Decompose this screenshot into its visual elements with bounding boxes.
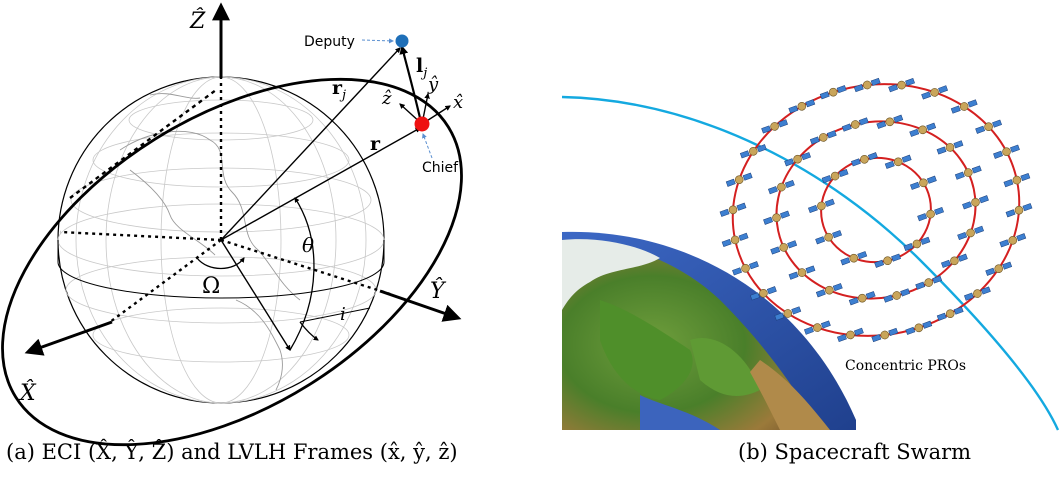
satellite-icon <box>941 253 968 268</box>
satellite-icon <box>788 99 816 114</box>
label-concentric-pros: Concentric PROs <box>845 358 966 374</box>
satellite-icon <box>883 288 911 303</box>
label-axis-x: X̂ <box>18 380 37 406</box>
satellite-icon <box>888 77 915 93</box>
satellite-icon <box>853 77 881 93</box>
satellite-icon <box>950 99 978 114</box>
satellite-icon <box>719 202 747 217</box>
spacecraft-swarm <box>719 77 1033 343</box>
deputy-pointer <box>361 38 394 44</box>
label-lvlh-y: ŷ <box>427 74 439 95</box>
satellite-icon <box>848 291 876 306</box>
label-theta: θ <box>302 233 314 257</box>
inclination-ref <box>299 307 371 323</box>
satellite-icon <box>774 306 802 321</box>
label-r: r <box>370 133 381 155</box>
satellite-icon <box>1003 172 1031 188</box>
chief-dot <box>414 116 430 132</box>
satellite-icon <box>910 175 937 190</box>
label-lj: lj <box>416 55 427 81</box>
satellite-icon <box>809 130 837 145</box>
satellite-icon <box>993 144 1020 159</box>
satellite-icon <box>819 85 847 100</box>
theta-arc <box>289 197 315 351</box>
caption-panel-a: (a) ECI (X̂, Ŷ, Ẑ) and LVLH Frames (x̂, … <box>6 440 458 464</box>
satellite-icon <box>841 117 869 132</box>
satellite-icon <box>840 251 868 266</box>
satellite-icon <box>917 206 944 222</box>
label-axis-z: Ẑ <box>189 7 206 34</box>
satellite-icon <box>725 172 753 187</box>
orbit-hidden-segment <box>69 89 217 199</box>
satellite-icon <box>954 165 982 180</box>
deputy-dot <box>395 34 409 48</box>
satellite-icon <box>921 85 948 100</box>
satellite-icon <box>871 327 899 343</box>
satellite-icon <box>808 198 835 214</box>
satellite-icon <box>957 225 984 241</box>
node-line <box>220 239 291 351</box>
label-rj: rj <box>332 77 346 103</box>
label-lvlh-z: ẑ <box>381 88 392 109</box>
satellite-icon <box>732 261 759 276</box>
satellite-icon <box>784 152 811 167</box>
r-vector <box>220 127 421 241</box>
lj-arc <box>399 45 422 119</box>
satellite-icon <box>851 152 878 167</box>
label-deputy: Deputy <box>304 34 355 50</box>
satellite-icon <box>821 168 849 184</box>
label-lvlh-x: x̂ <box>453 92 463 113</box>
satellite-icon <box>739 144 767 159</box>
satellite-icon <box>1005 203 1033 218</box>
satellite-icon <box>964 286 991 301</box>
reference-orbit-arc <box>561 95 1060 431</box>
satellite-icon <box>804 320 831 335</box>
satellite-icon <box>876 114 904 129</box>
satellite-icon <box>915 275 943 290</box>
satellite-icon <box>962 195 989 210</box>
satellite-icon <box>975 119 1002 134</box>
equator-band <box>57 240 385 299</box>
label-i: i <box>340 304 346 325</box>
satellite-icon <box>903 236 931 252</box>
satellite-icon <box>815 283 843 298</box>
label-chief: Chief <box>422 160 459 176</box>
inclination-arc <box>299 321 319 341</box>
satellite-icon <box>936 140 964 155</box>
satellite-icon <box>815 230 842 245</box>
panel-b-swarm-image: Concentric PROs <box>561 77 1060 431</box>
satellite-icon <box>768 179 795 195</box>
satellite-icon <box>999 233 1027 248</box>
y-axis <box>379 289 462 322</box>
satellite-icon <box>874 253 901 268</box>
satellite-icon <box>909 122 937 137</box>
panel-a-eci-diagram: Ẑ Ŷ X̂ Deputy Chief r rj lj x̂ ŷ ẑ θ Ω i <box>1 2 463 447</box>
satellite-icon <box>763 210 790 225</box>
chief-pointer <box>422 133 433 159</box>
rj-vector <box>220 47 401 241</box>
satellite-icon <box>761 119 788 134</box>
satellite-icon <box>985 261 1013 276</box>
caption-panel-b: (b) Spacecraft Swarm <box>738 440 972 464</box>
continent-outlines <box>119 93 301 391</box>
satellite-icon <box>788 265 816 280</box>
satellite-icon <box>750 286 777 301</box>
satellite-icon <box>884 154 912 169</box>
satellite-icon <box>936 306 964 321</box>
omega-arc <box>196 257 245 270</box>
orbit-ellipse <box>1 77 463 447</box>
label-axis-y: Ŷ <box>430 277 447 304</box>
x-axis <box>24 320 113 356</box>
satellite-icon <box>721 232 749 248</box>
satellite-icon <box>905 320 933 335</box>
dotted-axes <box>59 78 391 323</box>
satellite-icon <box>770 240 798 255</box>
satellite-icon <box>837 327 864 343</box>
label-omega: Ω <box>202 274 220 299</box>
